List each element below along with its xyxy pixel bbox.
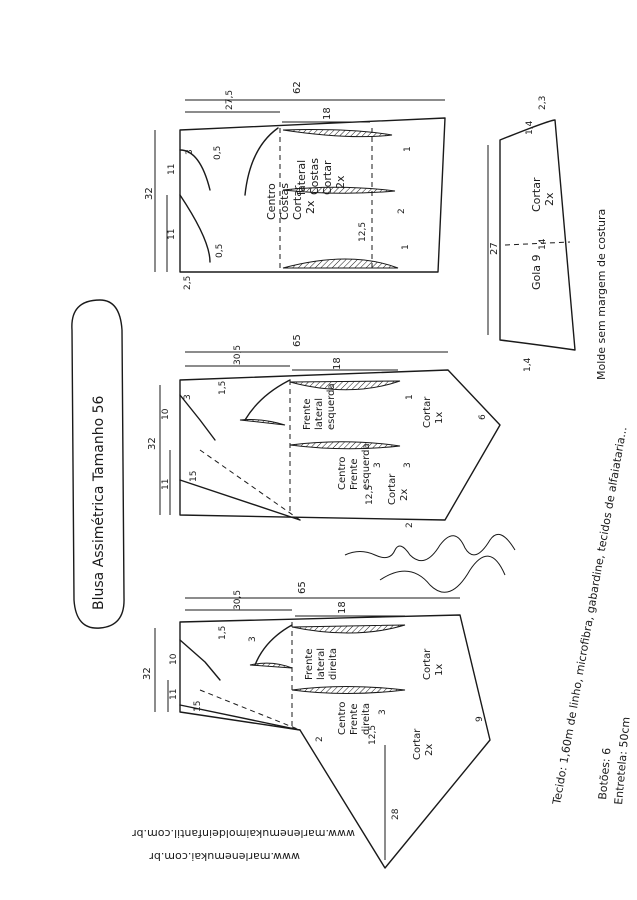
collar-top2: 2,3 (538, 96, 548, 110)
rf-center-3: direita (361, 703, 372, 735)
back-upper: 11 (167, 164, 177, 175)
collar-width: 14 (538, 238, 548, 250)
back-h2: 0,5 (213, 146, 223, 160)
lf-d3: 3 (403, 462, 413, 468)
lf-center-1: Centro (337, 457, 348, 490)
back-lower: 11 (167, 229, 177, 240)
back-h1: 3 (185, 149, 195, 155)
lf-side-3: esquerda (326, 383, 337, 430)
back-d1: 1 (403, 146, 413, 152)
back-dart: 12,5 (358, 222, 368, 242)
rf-n1: 1,5 (218, 626, 228, 640)
back-center-2: Costas (278, 183, 291, 220)
back-center-1: Centro (265, 183, 278, 220)
lf-slope: 15 (189, 471, 199, 482)
lf-side-2: lateral (314, 398, 325, 430)
back-d2: 2 (397, 208, 407, 214)
right-front-labels: Centro Frente direita Cortar 2x Frente l… (142, 581, 485, 820)
lf-neck: 10 (161, 408, 171, 420)
website-1: www.marlenemukai.com.br (149, 850, 300, 863)
lf-side-cut-1: Cortar (422, 396, 433, 428)
back-labels: Centro Costas Cortar 2x lateral Costas C… (144, 81, 413, 290)
rf-side-1: Frente (304, 649, 315, 680)
title-bubble: Blusa Assimétrica Tamanho 56 (71, 299, 125, 629)
materials-interfacing: Entretela: 50cm (612, 716, 633, 805)
lf-side-cut-2: 1x (434, 412, 445, 424)
rf-extension: 28 (391, 808, 401, 820)
back-width: 18 (322, 107, 333, 120)
rf-side-3: direita (328, 648, 339, 680)
lf-side-1: Frente (302, 399, 313, 430)
rf-side-cut-2: 1x (434, 664, 445, 676)
lf-n2: 3 (183, 394, 193, 400)
lf-total: 65 (292, 334, 303, 347)
rf-height: 32 (142, 667, 153, 680)
back-side-2: Costas (308, 158, 321, 195)
rf-side-2: lateral (316, 648, 327, 680)
lf-dart: 12,5 (365, 485, 375, 505)
note: Molde sem margem de costura (595, 209, 608, 380)
rf-center-2: Frente (349, 704, 360, 735)
rf-n2: 3 (248, 636, 258, 642)
lf-width: 18 (332, 357, 343, 370)
rf-center-cut-1: Cortar (412, 728, 423, 760)
back-center-3: Cortar (291, 185, 304, 220)
collar-line-3: 2x (543, 192, 556, 206)
rf-center-1: Centro (337, 702, 348, 735)
lf-hem: 6 (478, 414, 488, 420)
rf-center-cut-2: 2x (424, 744, 435, 756)
lf-d1: 1 (405, 394, 415, 400)
back-d3: 1 (401, 244, 411, 250)
lf-center-cut-2: 2x (399, 489, 410, 501)
collar-line-2: Cortar (530, 177, 543, 212)
rf-width: 18 (337, 601, 348, 614)
lf-upper: 11 (161, 479, 171, 490)
collar-top: 1,4 (525, 120, 535, 135)
website-2: www.marlenemukaimoldeinfantil.com.br (132, 827, 355, 840)
rf-side-cut-1: Cortar (422, 648, 433, 680)
back-side-3: Cortar (321, 160, 334, 195)
collar-length: 27 (489, 242, 500, 255)
rf-d3: 3 (378, 709, 388, 715)
lf-d2: 3 (373, 462, 383, 468)
lf-height: 32 (147, 437, 158, 450)
back-piece (154, 99, 446, 273)
lf-n1: 1,5 (218, 381, 228, 395)
signature-icon (344, 533, 516, 593)
lf-center-cut-1: Cortar (387, 473, 398, 505)
lf-center-2: Frente (349, 459, 360, 490)
rf-slope: 15 (193, 701, 203, 712)
websites: www.marlenemukai.com.br www.marlenemukai… (132, 827, 355, 863)
materials-buttons: Botões: 6 (596, 747, 613, 800)
collar-bottom: 1,4 (523, 357, 533, 372)
collar-line-1: Gola 9 (530, 254, 543, 290)
page-title: Blusa Assimétrica Tamanho 56 (91, 395, 107, 610)
left-front-labels: Centro Frente esquerda Cortar 2x Frente … (147, 334, 488, 528)
lf-shoulder: 30,5 (233, 345, 243, 365)
rf-shoulder: 30,5 (233, 590, 243, 610)
lf-h2: 2 (405, 522, 415, 528)
rf-h2: 2 (315, 736, 325, 742)
back-center-4: 2x (304, 200, 317, 214)
rf-dart: 12,5 (368, 725, 378, 745)
collar-labels: Gola 9 Cortar 2x 1,4 2,3 14 27 1,4 (489, 96, 556, 372)
back-total: 62 (292, 81, 303, 94)
back-shoulder: 27,5 (225, 90, 235, 110)
back-side-1: lateral (295, 160, 308, 195)
right-front-piece (154, 597, 491, 869)
left-front-piece (159, 351, 501, 521)
rf-hem: 9 (475, 716, 485, 722)
rf-neck: 10 (169, 653, 179, 665)
collar-piece (487, 119, 576, 351)
back-height: 32 (144, 187, 155, 200)
back-armhole: 0,5 (215, 244, 225, 258)
rf-upper: 11 (169, 689, 179, 700)
rf-total: 65 (297, 581, 308, 594)
lf-center-3: esquerda (361, 443, 372, 490)
materials-block: Tecido: 1,60m de linho, microfibra, gaba… (550, 426, 633, 807)
back-side-4: 2x (334, 175, 347, 189)
back-neck: 2,5 (183, 276, 193, 290)
